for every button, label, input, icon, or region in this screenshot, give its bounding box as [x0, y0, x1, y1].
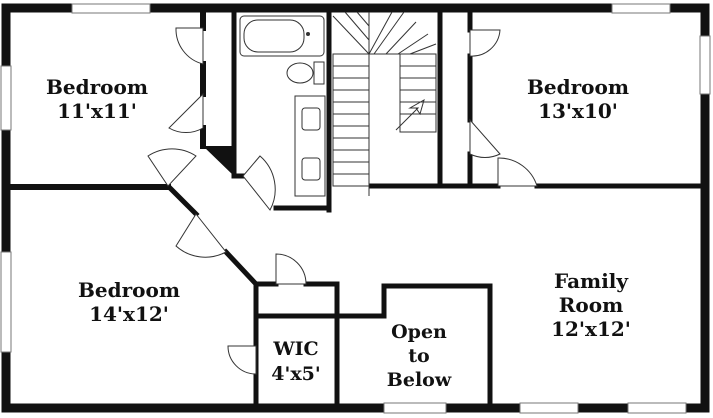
svg-text:Bedroom: Bedroom — [46, 75, 148, 99]
svg-text:14'x12': 14'x12' — [89, 302, 169, 326]
svg-text:13'x10': 13'x10' — [538, 99, 618, 123]
svg-text:Family: Family — [554, 269, 629, 293]
svg-text:Open: Open — [391, 321, 447, 343]
doors — [147, 27, 538, 375]
door-swing — [242, 155, 276, 211]
door-swing — [227, 345, 257, 375]
toilet-bowl — [286, 62, 314, 84]
door-swing — [147, 148, 197, 187]
stair-arrow — [395, 98, 425, 131]
staircase — [332, 11, 437, 196]
sink — [301, 157, 321, 181]
exterior-wall — [1, 3, 710, 413]
bathtub-inner — [243, 19, 305, 53]
window — [699, 35, 711, 95]
vanity — [294, 95, 326, 197]
window — [611, 3, 671, 14]
svg-text:to: to — [408, 345, 429, 367]
door-swing — [168, 92, 204, 134]
window — [0, 65, 12, 131]
room-label-open-to-below: Open to Below — [387, 321, 452, 391]
bathtub — [239, 15, 325, 57]
interior-walls — [7, 9, 703, 411]
svg-text:Below: Below — [387, 369, 452, 391]
room-label-bedroom-3: Bedroom 14'x12' — [78, 278, 180, 326]
svg-text:Room: Room — [559, 293, 623, 317]
toilet-tank — [313, 61, 325, 85]
door-swing — [175, 213, 227, 258]
bathroom-fixtures — [239, 15, 326, 197]
window — [627, 402, 687, 414]
door-swing — [275, 253, 307, 285]
svg-text:Bedroom: Bedroom — [527, 75, 629, 99]
door-swing — [497, 157, 538, 187]
svg-text:4'x5': 4'x5' — [271, 363, 320, 385]
svg-text:Bedroom: Bedroom — [78, 278, 180, 302]
sink — [301, 107, 321, 131]
svg-text:12'x12': 12'x12' — [551, 317, 631, 341]
faucet — [306, 32, 310, 36]
window — [71, 3, 151, 14]
room-label-bedroom-1: Bedroom 11'x11' — [46, 75, 148, 123]
door-swing — [469, 118, 501, 158]
room-label-family-room: Family Room 12'x12' — [551, 269, 631, 341]
svg-text:11'x11': 11'x11' — [57, 99, 137, 123]
closet-wedge — [203, 146, 234, 176]
window — [519, 402, 579, 414]
window — [383, 402, 447, 414]
room-label-wic: WIC 4'x5' — [271, 338, 320, 385]
door-swing — [469, 29, 501, 57]
door-swing — [175, 27, 204, 65]
windows — [0, 3, 711, 414]
window — [0, 251, 12, 353]
svg-text:WIC: WIC — [272, 338, 318, 360]
room-label-bedroom-2: Bedroom 13'x10' — [527, 75, 629, 123]
